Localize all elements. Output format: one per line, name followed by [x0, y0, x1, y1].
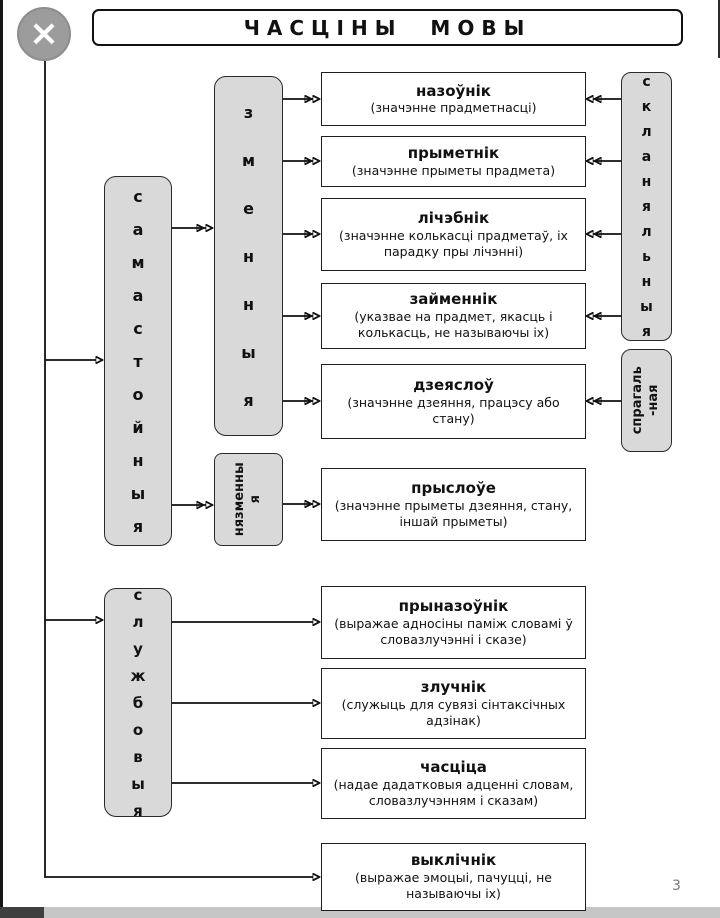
part-definition: (значэнне дзеяння, працэсу або стану) — [347, 394, 560, 426]
category-immutable: нязменны я — [214, 453, 283, 546]
part-box-prymetnik: прыметнік (значэнне прыметы прадмета) — [321, 136, 586, 187]
category-independent-label: самастойныя — [128, 186, 148, 550]
category-declinable: скланяльныя — [621, 72, 672, 349]
part-box-zluchnik: злучнік (служыць для сувязі сінтаксічных… — [321, 668, 586, 739]
close-icon: × — [28, 13, 60, 54]
part-box-pryslouye: прыслоўе (значэнне прыметы дзеяння, стан… — [321, 468, 586, 541]
part-box-zaymennik: займеннік (указвае на прадмет, якасць і … — [321, 283, 586, 349]
part-definition: (надае дадатковыя адценні словам, словаз… — [333, 776, 574, 808]
part-box-vyklichnik: выклічнік (выражае эмоцыі, пачуцці, не н… — [321, 843, 586, 911]
scan-right-edge — [718, 0, 720, 58]
part-name: лічэбнік — [417, 208, 490, 227]
diagram-title-box: ЧАСЦІНЫ МОВЫ — [92, 9, 683, 46]
close-button[interactable]: × — [17, 7, 71, 61]
part-name: прыслоўе — [411, 478, 496, 497]
part-name: займеннік — [409, 290, 498, 309]
part-name: часціца — [420, 757, 487, 776]
part-definition: (указвае на прадмет, якасць і колькасць,… — [354, 309, 553, 341]
part-definition: (выражае эмоцыі, пачуцці, не называючы і… — [355, 870, 552, 902]
part-definition: (выражае адносіны паміж словамі ў словаз… — [334, 615, 573, 647]
category-auxiliary: службовыя — [104, 586, 172, 829]
part-definition: (значэнне прыметы дзеяння, стану, іншай … — [334, 497, 573, 529]
part-definition: (значэнне прадметнасці) — [370, 100, 537, 116]
part-name: прыназоўнік — [398, 596, 509, 615]
part-box-chastsitsa: часціца (надае дадатковыя адценні словам… — [321, 748, 586, 819]
part-definition: (служыць для сувязі сінтаксічных адзінак… — [341, 696, 566, 728]
category-mutable-label: зменныя — [239, 102, 258, 439]
category-independent: самастойныя — [104, 176, 172, 550]
page-number: 3 — [672, 878, 681, 894]
part-box-nazounik: назоўнік (значэнне прадметнасці) — [321, 72, 586, 126]
part-definition: (значэнне прыметы прадмета) — [351, 162, 556, 178]
part-box-lichebnik: лічэбнік (значэнне колькасці прадметаў, … — [321, 198, 586, 271]
scan-bottom-band — [0, 907, 720, 918]
category-auxiliary-label: службовыя — [129, 585, 147, 829]
part-box-prynazounik: прыназоўнік (выражае адносіны паміж слов… — [321, 586, 586, 659]
part-name: назоўнік — [416, 81, 491, 100]
category-mutable: зменныя — [214, 76, 283, 439]
category-conjugable: спрагаль -ная — [621, 349, 672, 452]
category-declinable-label: скланяльныя — [638, 73, 655, 349]
category-conjugable-label: спрагаль -ная — [630, 366, 662, 435]
part-name: злучнік — [420, 677, 487, 696]
part-box-dzeyaslou: дзеяслоў (значэнне дзеяння, працэсу або … — [321, 364, 586, 439]
category-immutable-label: нязменны я — [232, 462, 264, 537]
part-name: выклічнік — [410, 851, 497, 870]
scan-left-edge — [0, 0, 3, 918]
part-definition: (значэнне колькасці прадметаў, іх парадк… — [339, 227, 568, 259]
part-name: дзеяслоў — [413, 375, 494, 394]
scan-bottom-band-dark — [0, 907, 44, 918]
part-name: прыметнік — [407, 144, 500, 162]
page-title: ЧАСЦІНЫ МОВЫ — [243, 15, 532, 40]
